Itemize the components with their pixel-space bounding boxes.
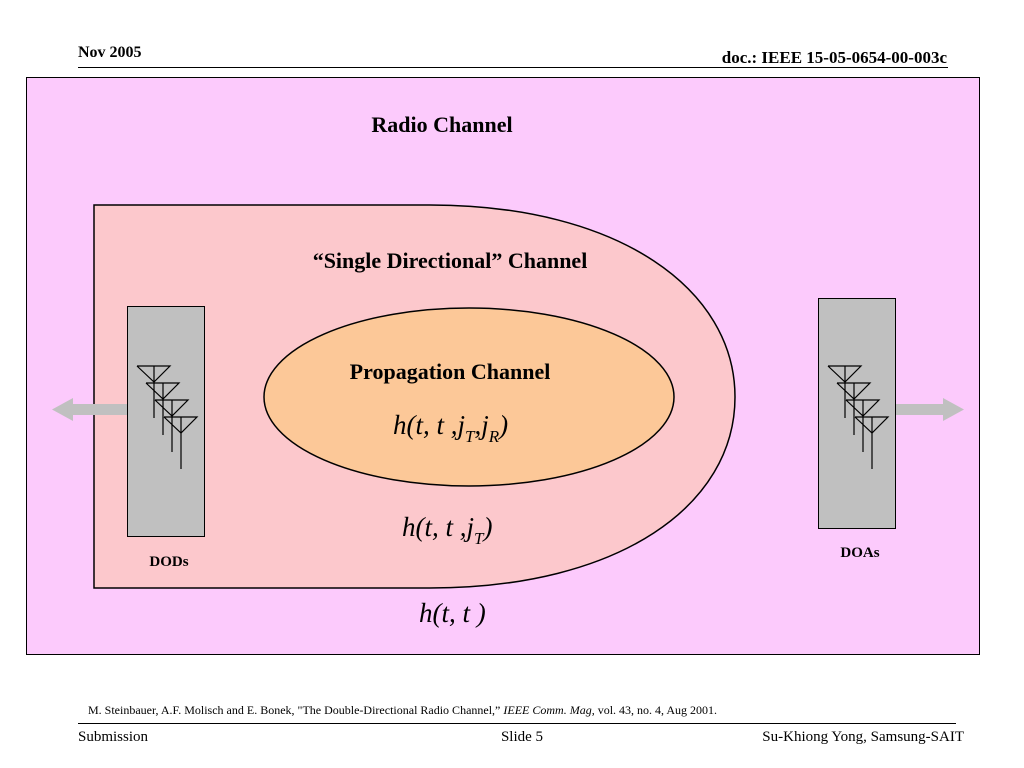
header-date: Nov 2005 <box>78 44 142 61</box>
header-doc-id: doc.: IEEE 15-05-0654-00-003c <box>721 48 947 67</box>
propagation-channel-ellipse <box>263 307 675 487</box>
radio-channel-label: Radio Channel <box>371 112 513 137</box>
footer-divider <box>78 723 956 724</box>
left-arrow-icon <box>52 398 128 421</box>
doas-label: DOAs <box>840 545 880 561</box>
footer-slide-number: Slide 5 <box>500 729 544 745</box>
doas-antenna-array-box <box>818 298 896 529</box>
footer-submission: Submission <box>78 729 149 745</box>
single-directional-channel-formula: h(t, t ,jT) <box>402 512 493 548</box>
propagation-channel-formula: h(t, t ,jT,jR) <box>393 410 509 446</box>
propagation-channel-label: Propagation Channel <box>349 359 551 384</box>
header-divider <box>78 67 948 68</box>
single-directional-channel-label: “Single Directional” Channel <box>312 248 588 273</box>
footer-author: Su-Khiong Yong, Samsung-SAIT <box>762 729 964 745</box>
dods-antenna-icon <box>136 365 199 469</box>
reference-citation: M. Steinbauer, A.F. Molisch and E. Bonek… <box>88 703 718 717</box>
doas-antenna-icon <box>827 365 890 469</box>
dods-label: DODs <box>149 554 189 570</box>
radio-channel-formula: h(t, t ) <box>419 598 486 628</box>
right-arrow-icon <box>896 398 964 421</box>
